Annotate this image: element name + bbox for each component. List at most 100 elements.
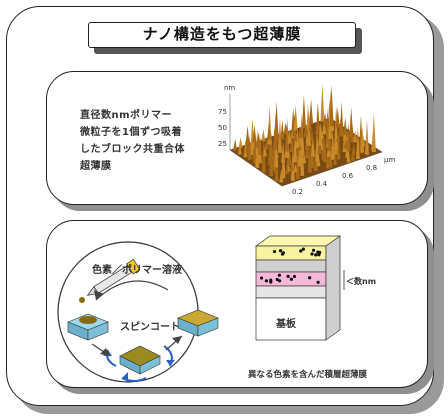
afm-spike bbox=[293, 163, 298, 173]
afm-spike bbox=[261, 129, 266, 142]
afm-spike bbox=[306, 109, 311, 146]
afm-spike bbox=[283, 122, 288, 135]
afm-spike bbox=[274, 149, 279, 158]
afm-spike bbox=[318, 121, 323, 146]
afm-spike bbox=[364, 119, 369, 155]
afm-spike bbox=[238, 137, 243, 149]
afm-spikes bbox=[233, 83, 376, 183]
coated-substrate bbox=[177, 309, 219, 337]
pigment-dot bbox=[316, 280, 320, 284]
afm-spike bbox=[355, 126, 360, 159]
pigment-dot bbox=[310, 252, 314, 256]
caption-line: 微粒子を1個ずつ吸着 bbox=[80, 127, 182, 138]
panel-afm bbox=[46, 71, 428, 205]
afm-spike bbox=[264, 135, 269, 150]
pigment-dot bbox=[280, 252, 285, 256]
afm-spike bbox=[322, 118, 327, 135]
afm-spike bbox=[256, 131, 261, 148]
page-title: ナノ構造をもつ超薄膜 bbox=[88, 22, 356, 48]
pigment-dot bbox=[278, 249, 283, 253]
pigment-dot bbox=[259, 276, 264, 280]
afm-spike bbox=[319, 130, 324, 139]
afm-spike bbox=[301, 94, 306, 129]
pigment-dot bbox=[264, 279, 269, 283]
caption-line: したブロック共重合体 bbox=[80, 144, 185, 155]
afm-spike bbox=[322, 137, 327, 163]
afm-spike bbox=[237, 143, 242, 155]
afm-spike bbox=[350, 149, 355, 161]
pigment-dot bbox=[277, 273, 282, 277]
afm-spike bbox=[310, 136, 315, 157]
afm-spike bbox=[320, 83, 325, 122]
afm-spike bbox=[371, 113, 376, 152]
afm-spike bbox=[351, 143, 356, 155]
afm-spike bbox=[329, 84, 334, 127]
pigment-dot bbox=[286, 274, 290, 278]
solution-label: 色素／ポリマー溶液 bbox=[92, 265, 182, 276]
z-tick: 50 bbox=[218, 124, 227, 132]
afm-spike bbox=[279, 169, 284, 183]
afm-spike bbox=[315, 102, 320, 132]
afm-spike bbox=[245, 125, 250, 145]
afm-spike bbox=[247, 134, 252, 160]
panel1-caption: 直径数nmポリマー 微粒子を1個ずつ吸着 したブロック共重合体 超薄膜 bbox=[80, 107, 200, 175]
spinning-substrate bbox=[119, 345, 161, 375]
afm-spike bbox=[289, 159, 294, 171]
pigment-dot bbox=[311, 248, 316, 252]
afm-spike bbox=[284, 123, 289, 152]
afm-spike bbox=[309, 129, 314, 141]
afm-spike bbox=[261, 132, 266, 173]
caption-line: 直径数nmポリマー bbox=[80, 110, 173, 121]
afm-spike bbox=[336, 133, 341, 142]
afm-spike bbox=[302, 153, 307, 164]
pigment-dot bbox=[317, 253, 321, 257]
afm-spike bbox=[290, 147, 295, 181]
z-tick: 75 bbox=[218, 108, 227, 116]
x-unit-label: μm bbox=[384, 156, 396, 164]
x-axis-line bbox=[281, 151, 383, 187]
x-tick: 0.8 bbox=[366, 164, 378, 172]
caption-line: 超薄膜 bbox=[80, 161, 112, 172]
afm-spike bbox=[281, 142, 286, 163]
afm-spike bbox=[339, 114, 344, 132]
pigment-dot bbox=[299, 249, 303, 253]
afm-spike bbox=[233, 138, 238, 151]
afm-spike bbox=[252, 124, 257, 143]
droplet-icon bbox=[79, 297, 85, 303]
x-tick: 0.4 bbox=[316, 180, 328, 188]
afm-spike bbox=[343, 117, 348, 135]
afm-spike bbox=[277, 131, 282, 148]
afm-spike bbox=[336, 137, 341, 160]
afm-spike bbox=[309, 98, 314, 125]
pigment-dot bbox=[275, 277, 279, 282]
z-unit-label: nm bbox=[224, 84, 236, 92]
afm-spike bbox=[323, 112, 328, 125]
afm-spike bbox=[293, 128, 298, 163]
x-tick: 0.2 bbox=[292, 188, 304, 196]
layer-stack bbox=[254, 235, 345, 341]
afm-spike bbox=[346, 122, 351, 152]
afm-spike bbox=[335, 107, 340, 128]
afm-spike bbox=[308, 122, 313, 131]
pigment-dot bbox=[308, 276, 312, 280]
thickness-label: ＜数nm bbox=[346, 277, 377, 286]
afm-spike bbox=[258, 146, 263, 155]
afm-spike bbox=[333, 152, 338, 165]
afm-spike bbox=[330, 128, 335, 160]
afm-spike bbox=[361, 135, 366, 147]
y-axis-line bbox=[229, 149, 283, 187]
afm-spike bbox=[349, 106, 354, 138]
x-tick: 0.6 bbox=[342, 172, 354, 180]
afm-spike bbox=[303, 123, 308, 137]
pigment-dot bbox=[278, 279, 282, 283]
pigment-dot bbox=[314, 253, 318, 257]
spin-coat-label: スピンコート bbox=[120, 322, 180, 333]
afm-spike bbox=[290, 132, 295, 152]
afm-spike bbox=[328, 140, 333, 168]
afm-spike bbox=[267, 121, 272, 140]
afm-spike bbox=[287, 148, 292, 166]
substrate-with-drop bbox=[67, 313, 109, 341]
panel2-caption: 異なる色素を含んだ積層超薄膜 bbox=[248, 370, 368, 380]
